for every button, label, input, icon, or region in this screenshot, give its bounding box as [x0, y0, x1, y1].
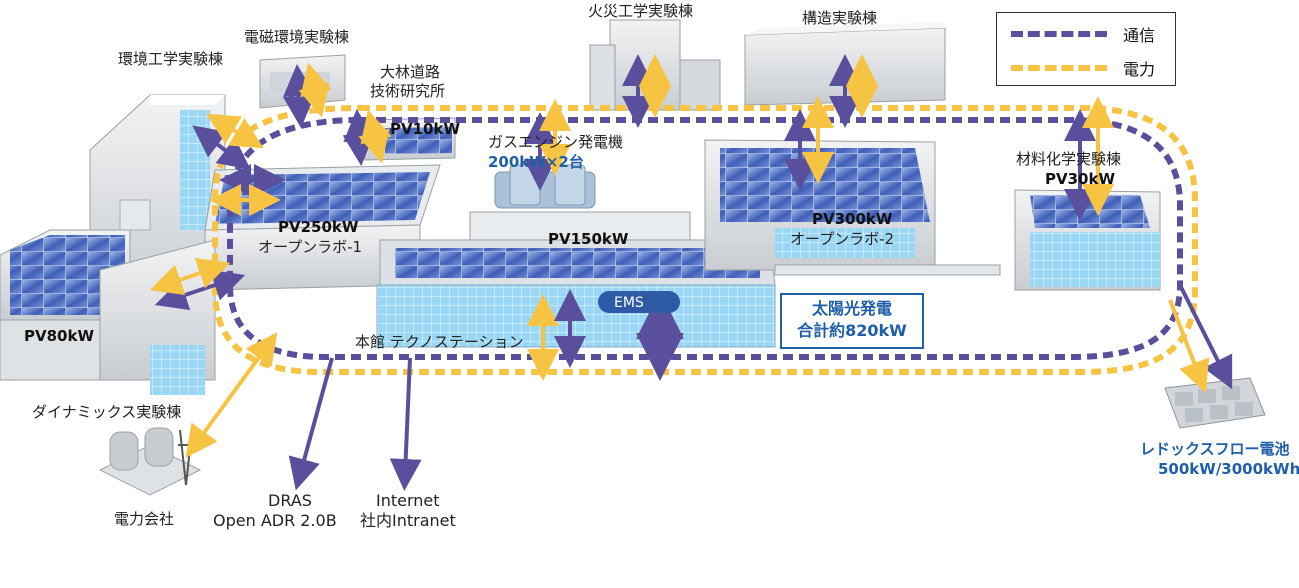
label-ems: EMS	[614, 295, 644, 311]
dynamics-building	[0, 229, 216, 395]
label-honkan: 本館 テクノステーション	[355, 333, 524, 351]
utility-plant	[98, 427, 202, 496]
label-kankyo: 環境工学実験棟	[118, 50, 224, 68]
zairyo-building	[1014, 189, 1161, 291]
label-utility: 電力会社	[114, 510, 175, 528]
legend-power-label: 電力	[1123, 60, 1156, 79]
legend: 通信 電力	[996, 12, 1176, 86]
openlab2-building	[704, 139, 1001, 276]
label-redox-2: 500kW/3000kWh	[1158, 460, 1299, 478]
solar-total-2: 合計約820kW	[797, 321, 907, 340]
ems-badge	[598, 291, 680, 313]
label-obayashi-2: 技術研究所	[370, 82, 446, 100]
label-pv150: PV150kW	[548, 230, 629, 248]
legend-power-swatch	[1011, 65, 1107, 71]
label-openlab1: オープンラボ-1	[258, 238, 363, 256]
label-gas-engine: ガスエンジン発電機	[488, 133, 624, 151]
label-pv250: PV250kW	[278, 218, 359, 236]
label-zairyo: 材料化学実験棟	[1016, 150, 1122, 168]
denji-building	[259, 54, 346, 109]
label-dras-2: Open ADR 2.0B	[213, 511, 337, 530]
label-dynamics: ダイナミックス実験棟	[32, 403, 182, 421]
label-gas-capacity: 200kW×2台	[488, 153, 584, 171]
legend-power: 電力	[1011, 57, 1171, 79]
legend-comm: 通信	[1011, 23, 1171, 45]
solar-total-1: 太陽光発電	[811, 299, 892, 318]
gas-engine-units	[494, 164, 596, 209]
label-pv80: PV80kW	[24, 327, 94, 345]
label-kasai: 火災工学実験棟	[588, 2, 694, 20]
label-redox-1: レドックスフロー電池	[1140, 440, 1290, 458]
label-internet-1: Internet	[376, 491, 440, 510]
label-kozo: 構造実験棟	[802, 9, 878, 27]
solar-total-box: 太陽光発電 合計約820kW	[780, 293, 924, 349]
label-denji: 電磁環境実験棟	[244, 28, 350, 46]
connection-arrows	[149, 54, 1233, 491]
legend-comm-label: 通信	[1123, 26, 1156, 45]
legend-comm-swatch	[1011, 31, 1107, 37]
label-obayashi-1: 大林道路	[380, 63, 441, 81]
redox-battery-units	[1164, 377, 1266, 429]
label-pv30: PV30kW	[1045, 170, 1115, 188]
label-pv300: PV300kW	[812, 210, 893, 228]
label-pv10: PV10kW	[390, 120, 460, 138]
label-openlab2: オープンラボ-2	[790, 230, 895, 248]
label-internet-2: 社内Intranet	[360, 511, 456, 530]
label-dras-1: DRAS	[268, 491, 312, 510]
